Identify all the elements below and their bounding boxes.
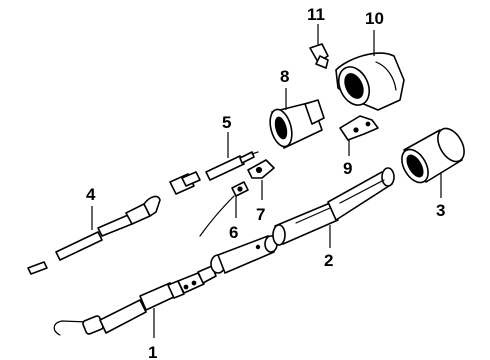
leader-lines <box>91 24 442 338</box>
callout-1: 1 <box>148 343 157 360</box>
callout-9: 9 <box>343 159 352 178</box>
part-7-bracket <box>247 159 275 179</box>
callout-4: 4 <box>86 185 96 204</box>
callout-8: 8 <box>280 67 289 86</box>
part-9-switch-bracket <box>339 115 379 141</box>
callout-2: 2 <box>324 251 333 270</box>
part-8-lock-housing <box>269 99 325 149</box>
part-5-rod <box>205 151 259 181</box>
callout-3: 3 <box>436 201 445 220</box>
middle-tube <box>210 235 278 274</box>
callout-11: 11 <box>307 5 325 24</box>
part-3-sleeve <box>401 127 465 184</box>
part-4-shaft-assembly <box>27 171 201 275</box>
callout-6: 6 <box>229 223 238 242</box>
part-2-column-jacket <box>272 167 395 246</box>
part-10-housing-cover <box>335 52 405 111</box>
part-6-actuator <box>199 181 249 237</box>
callout-5: 5 <box>222 113 231 132</box>
part-11-clip <box>309 43 329 69</box>
part-1-lower-shaft <box>53 265 217 336</box>
callout-7: 7 <box>256 205 265 224</box>
callout-10: 10 <box>365 9 384 28</box>
